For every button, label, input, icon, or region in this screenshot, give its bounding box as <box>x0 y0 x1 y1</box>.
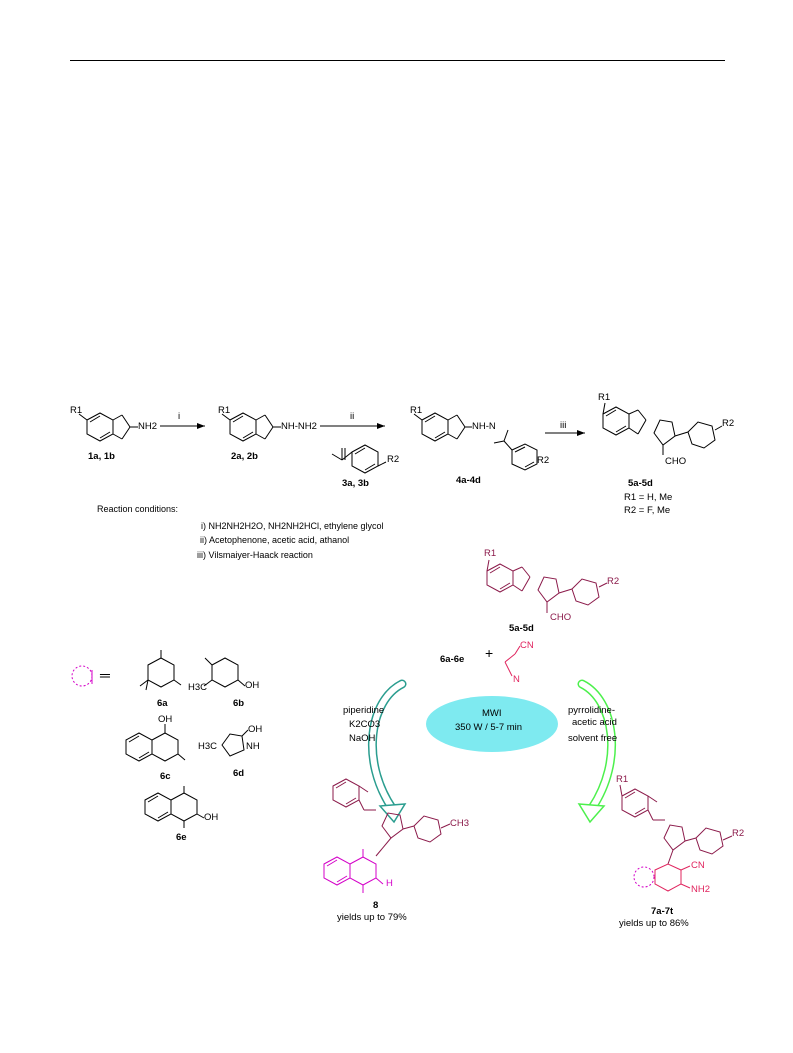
compound-8-structure <box>332 778 451 857</box>
c3-label: 3a, 3b <box>342 478 369 489</box>
c5b-r2: R2 <box>607 576 620 587</box>
conditions-heading: Reaction conditions: <box>97 504 179 514</box>
condition-ii: ii) Acetophenone, acetic acid, athanol <box>200 535 350 545</box>
c8-ch3: CH3 <box>450 818 470 829</box>
arrow-ii-label: ii <box>350 411 355 422</box>
left-cond-3: NaOH <box>349 733 376 744</box>
c8-yield: yields up to 79% <box>337 912 407 923</box>
compound-2-structure <box>221 412 281 442</box>
malononitrile-structure <box>504 645 521 677</box>
compound-8-naphthoquinone <box>323 849 384 893</box>
c5-label: 5a-5d <box>628 478 653 489</box>
c6b-ch3: H3C <box>188 682 208 693</box>
ring-placeholder-icon <box>71 665 93 687</box>
malono-n: N <box>513 674 520 685</box>
right-curved-arrow <box>577 679 616 813</box>
plus-sign: + <box>485 645 494 661</box>
c8-h: H <box>386 878 393 889</box>
compound-7-pyran <box>654 863 691 892</box>
c5-def2: R2 = F, Me <box>624 505 671 516</box>
c7-cn: CN <box>691 860 705 871</box>
compound-6d-structure <box>221 729 249 757</box>
c7-r1: R1 <box>616 774 629 785</box>
compound-6e-structure <box>144 786 205 828</box>
c6a-label: 6a <box>157 698 168 709</box>
c1-label: 1a, 1b <box>88 451 115 462</box>
right-cond-1: pyrrolidine- <box>568 705 615 716</box>
arrow-i-label: i <box>178 411 181 422</box>
c3-r2: R2 <box>387 454 400 465</box>
c2-label: 2a, 2b <box>231 451 258 462</box>
compound-6c-structure <box>125 724 186 762</box>
fused-ring-placeholder-icon <box>633 866 655 888</box>
c6b-oh: OH <box>245 680 260 691</box>
compound-7-structure <box>619 784 733 865</box>
c1-r1: R1 <box>70 405 83 416</box>
right-cond-3: solvent free <box>568 733 618 744</box>
mwi-line2: 350 W / 5-7 min <box>455 722 523 733</box>
condition-iii: iii) Vilsmaiyer-Haack reaction <box>197 550 313 560</box>
c5-def1: R1 = H, Me <box>624 492 673 503</box>
right-cond-2: acetic acid <box>572 717 617 728</box>
c6-label: 6a-6e <box>440 654 465 665</box>
compound-3-structure <box>331 444 387 474</box>
c5b-cho: CHO <box>550 612 572 623</box>
compound-1-structure <box>78 412 138 442</box>
mwi-ellipse <box>426 696 558 752</box>
left-curved-arrow <box>368 679 407 813</box>
c6d-label: 6d <box>233 768 245 779</box>
c6b-label: 6b <box>233 698 245 709</box>
c5b-r1: R1 <box>484 548 497 559</box>
c5-r2: R2 <box>722 418 735 429</box>
c2-r1: R1 <box>218 405 231 416</box>
c6d-oh: OH <box>248 724 263 735</box>
c4-label: 4a-4d <box>456 475 481 486</box>
c2-group: NH-NH2 <box>281 421 317 432</box>
c5b-label: 5a-5d <box>509 623 534 634</box>
equals-sign: ═ <box>100 667 110 683</box>
compound-6b-structure <box>203 657 246 688</box>
c7-r2: R2 <box>732 828 745 839</box>
c5-r1: R1 <box>598 392 611 403</box>
c4-r2: R2 <box>537 455 550 466</box>
c7-yield: yields up to 86% <box>619 918 689 929</box>
mwi-line1: MWI <box>482 708 502 719</box>
arrow-iii-label: iii <box>560 420 567 431</box>
c1-nh2: NH2 <box>138 421 158 432</box>
condition-i: i) NH2NH2H2O, NH2NH2HCl, ethylene glycol <box>201 521 384 531</box>
c4-group: NH-N <box>472 421 496 432</box>
c4-r1: R1 <box>410 405 423 416</box>
c6c-label: 6c <box>160 771 171 782</box>
c7-nh2: NH2 <box>691 884 711 895</box>
left-cond-2: K2CO3 <box>349 719 381 730</box>
c6e-oh: OH <box>204 812 219 823</box>
c6e-label: 6e <box>176 832 187 843</box>
c6c-oh: OH <box>158 714 173 725</box>
compound-6a-structure <box>139 650 182 691</box>
c5-cho: CHO <box>665 456 687 467</box>
compound-4-structure <box>413 412 538 471</box>
compound-5-structure <box>602 402 723 455</box>
c8-label: 8 <box>373 900 379 911</box>
c6d-nh: NH <box>246 741 260 752</box>
c7-label: 7a-7t <box>651 906 674 917</box>
left-cond-1: piperidine <box>343 705 385 716</box>
c6d-h3c: H3C <box>198 741 218 752</box>
compound-5-middle-structure <box>486 559 608 613</box>
header-rule <box>70 60 725 61</box>
malono-cn: CN <box>520 640 534 651</box>
